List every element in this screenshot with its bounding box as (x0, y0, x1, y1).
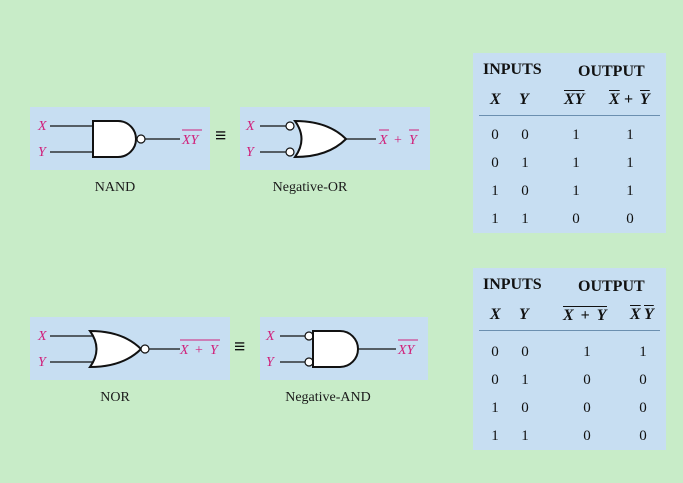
nor-gate-diagram: X Y X + Y (37, 329, 220, 370)
table-cell: 1 (572, 127, 580, 143)
table-cell: 0 (583, 428, 591, 444)
nor-output-x: X (179, 343, 189, 358)
negor-input-x: X (245, 119, 255, 134)
table-cell: 1 (521, 211, 529, 227)
col-plus-header: + (624, 91, 634, 108)
header-separator (479, 330, 660, 331)
table-cell: 0 (521, 400, 529, 416)
negative-and-gate-diagram: X Y XY (265, 329, 418, 370)
nor-input-y: Y (38, 355, 48, 370)
nand-panel: X Y XY (30, 107, 210, 170)
equivalence-symbol-bottom: ≡ (234, 336, 246, 358)
table-cell: 1 (639, 344, 647, 360)
input-bubble-x (304, 331, 314, 341)
truth-table-nand: INPUTS OUTPUT X Y XY X + Y 0 0 1 1 0 1 1 1 1 0 1 1 1… (473, 53, 666, 233)
equivalence-symbol-top: ≡ (215, 125, 227, 147)
col-xbar-header: X (609, 91, 620, 108)
col-x-header: X (490, 91, 501, 108)
table-cell: 0 (639, 400, 647, 416)
col-xy-bar-header: XY (564, 91, 585, 108)
col-x-header: X (490, 306, 501, 323)
table-cell: 0 (491, 372, 499, 388)
nor-output-plus: + (195, 343, 203, 358)
or-gate-body (88, 329, 143, 369)
nor-output-y: Y (210, 343, 220, 358)
table-cell: 1 (491, 400, 499, 416)
nand-caption: NAND (94, 180, 136, 195)
inversion-bubble (136, 134, 146, 144)
table-cell: 0 (639, 428, 647, 444)
and-gate-body (312, 330, 359, 368)
col-y-header: Y (519, 306, 529, 323)
table-cell: 1 (491, 183, 499, 199)
table-cell: 1 (491, 211, 499, 227)
table-cell: 0 (491, 127, 499, 143)
table-cell: 1 (521, 372, 529, 388)
table-cell: 0 (572, 211, 580, 227)
nand-gate-diagram: X Y XY (37, 119, 202, 160)
table-cell: 1 (626, 155, 634, 171)
negor-output-y: Y (409, 133, 419, 148)
table-cell: 0 (491, 155, 499, 171)
table-cell: 0 (626, 211, 634, 227)
table-cell: 1 (521, 428, 529, 444)
col-y-header: Y (519, 91, 529, 108)
truth-table-nor: INPUTS OUTPUT X Y X + Y X Y 0 0 1 1 0 1 0 0 1 0 0 0… (473, 268, 666, 450)
col-out1-y: Y (596, 307, 607, 324)
table-cell: 1 (583, 344, 591, 360)
output-header: OUTPUT (578, 278, 645, 295)
negative-and-panel: X Y XY (260, 317, 428, 380)
output-header: OUTPUT (578, 63, 645, 80)
col-ybar-header: Y (644, 306, 654, 323)
nor-panel: X Y X + Y (30, 317, 230, 380)
table-cell: 1 (572, 155, 580, 171)
nand-output-label: XY (181, 133, 201, 148)
table-cell: 0 (491, 344, 499, 360)
inputs-header: INPUTS (483, 61, 542, 78)
col-out1-plus: + (580, 307, 590, 324)
inputs-header: INPUTS (483, 276, 542, 293)
negative-and-caption: Negative-AND (285, 390, 371, 405)
table-cell: 1 (521, 155, 529, 171)
table-cell: 1 (491, 428, 499, 444)
table-cell: 0 (521, 183, 529, 199)
input-bubble-y (285, 147, 295, 157)
or-gate-body (293, 119, 348, 159)
col-out1-x: X (563, 307, 574, 324)
table-cell: 1 (572, 183, 580, 199)
nand-input-y: Y (38, 145, 48, 160)
table-cell: 0 (583, 372, 591, 388)
table-cell: 0 (583, 400, 591, 416)
negative-or-caption: Negative-OR (272, 180, 348, 195)
nor-caption: NOR (100, 390, 130, 405)
and-gate-body (92, 120, 137, 158)
negand-output-label: XY (397, 343, 417, 358)
inversion-bubble (140, 344, 150, 354)
input-bubble-y (304, 357, 314, 367)
table-cell: 1 (626, 183, 634, 199)
header-separator (479, 115, 660, 116)
negor-input-y: Y (246, 145, 256, 160)
negative-or-panel: X Y X + Y (240, 107, 430, 170)
table-cell: 0 (639, 372, 647, 388)
negor-output-plus: + (394, 133, 402, 148)
input-bubble-x (285, 121, 295, 131)
col-ybar-header: Y (640, 91, 650, 108)
negand-input-y: Y (266, 355, 276, 370)
col-x-plus-y-bar-header: X + Y (563, 306, 607, 325)
table-cell: 1 (626, 127, 634, 143)
col-xbar-header: X (630, 306, 641, 323)
table-cell: 0 (521, 127, 529, 143)
negor-output-x: X (378, 133, 388, 148)
nor-input-x: X (37, 329, 47, 344)
table-cell: 0 (521, 344, 529, 360)
negative-or-gate-diagram: X Y X + Y (245, 119, 419, 160)
nand-input-x: X (37, 119, 47, 134)
negand-input-x: X (265, 329, 275, 344)
